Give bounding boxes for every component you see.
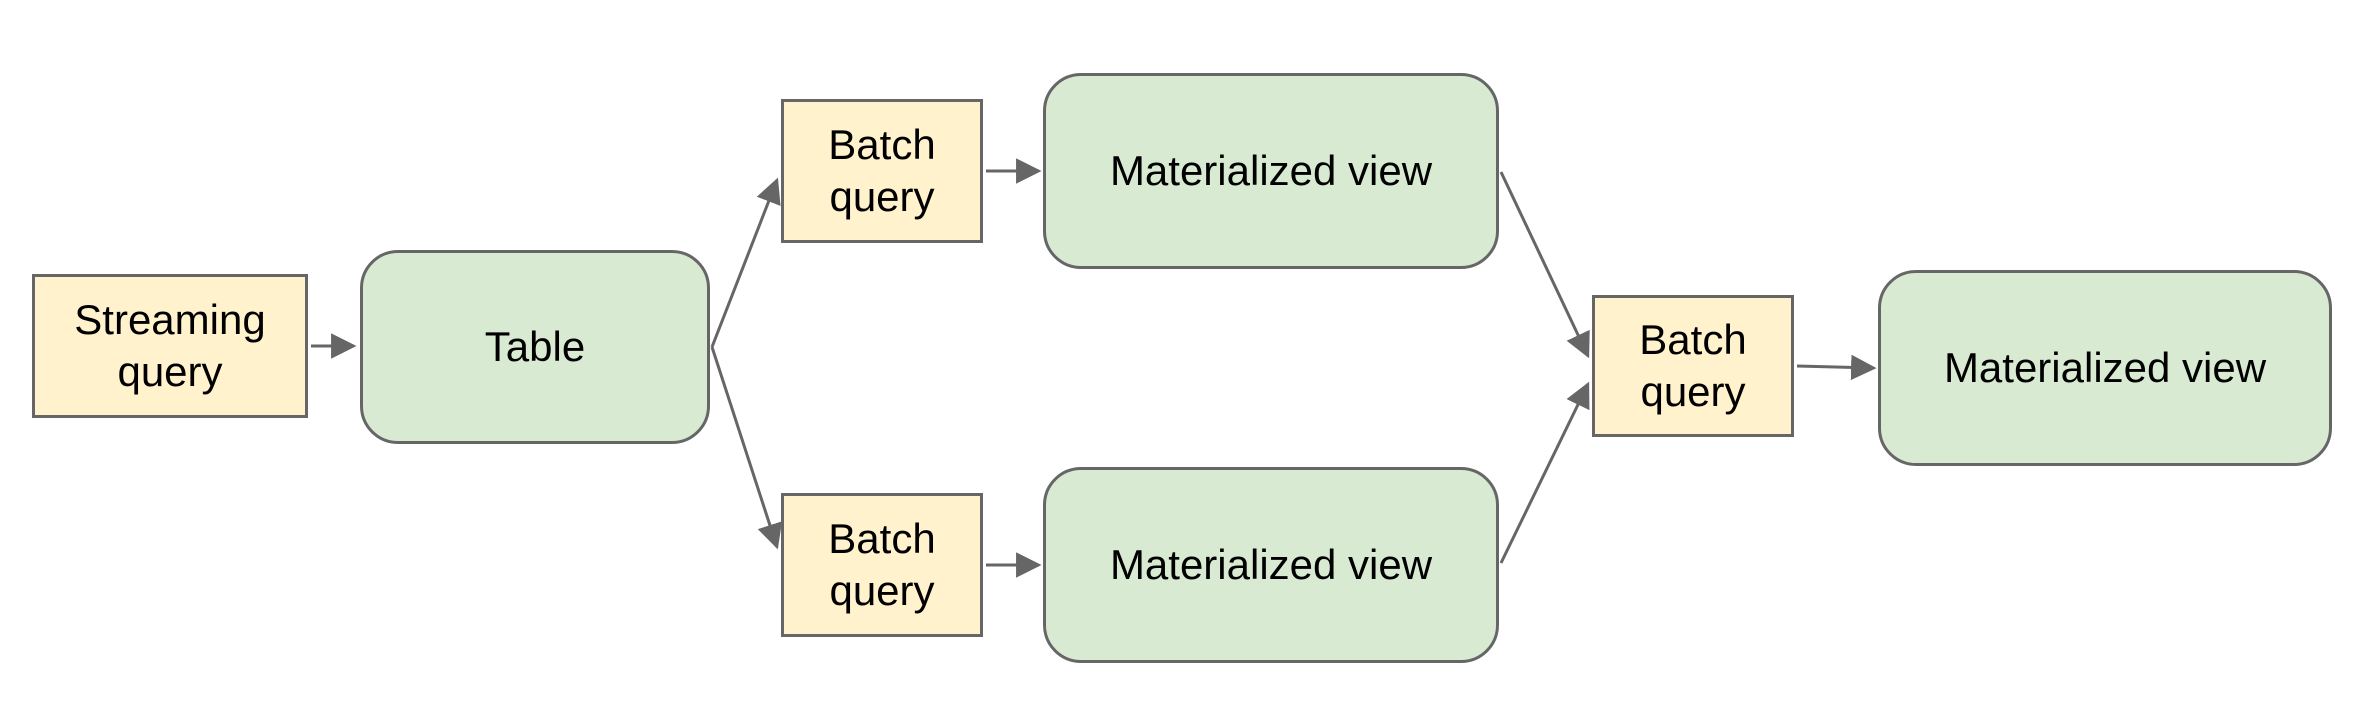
edge-batch-merge-to-mv-final <box>1796 354 1877 381</box>
node-materialized-view-final: Materialized view <box>1878 270 2332 466</box>
edge-mv-top-to-batch-merge <box>1499 171 1590 359</box>
node-batch-query-bottom: Batch query <box>781 493 983 637</box>
node-table: Table <box>360 250 710 444</box>
node-label: Materialized view <box>1109 540 1433 588</box>
node-materialized-view-top: Materialized view <box>1043 73 1499 269</box>
node-label: Materialized view <box>1943 343 2267 391</box>
node-label: Materialized view <box>1109 146 1433 194</box>
node-label: Batch query <box>1639 315 1747 415</box>
node-label: Batch query <box>828 514 936 614</box>
node-label: Batch query <box>828 120 936 220</box>
node-materialized-view-bottom: Materialized view <box>1043 467 1499 663</box>
node-label: Table <box>484 322 586 370</box>
node-batch-query-merge: Batch query <box>1592 295 1794 437</box>
node-label: Streaming query <box>74 295 266 395</box>
edge-mv-bottom-to-batch-merge <box>1499 381 1590 564</box>
node-batch-query-top: Batch query <box>781 99 983 243</box>
edge-table-to-batch-top <box>710 177 781 348</box>
edge-table-to-batch-bottom <box>710 346 783 550</box>
node-streaming-query: Streaming query <box>32 274 308 418</box>
